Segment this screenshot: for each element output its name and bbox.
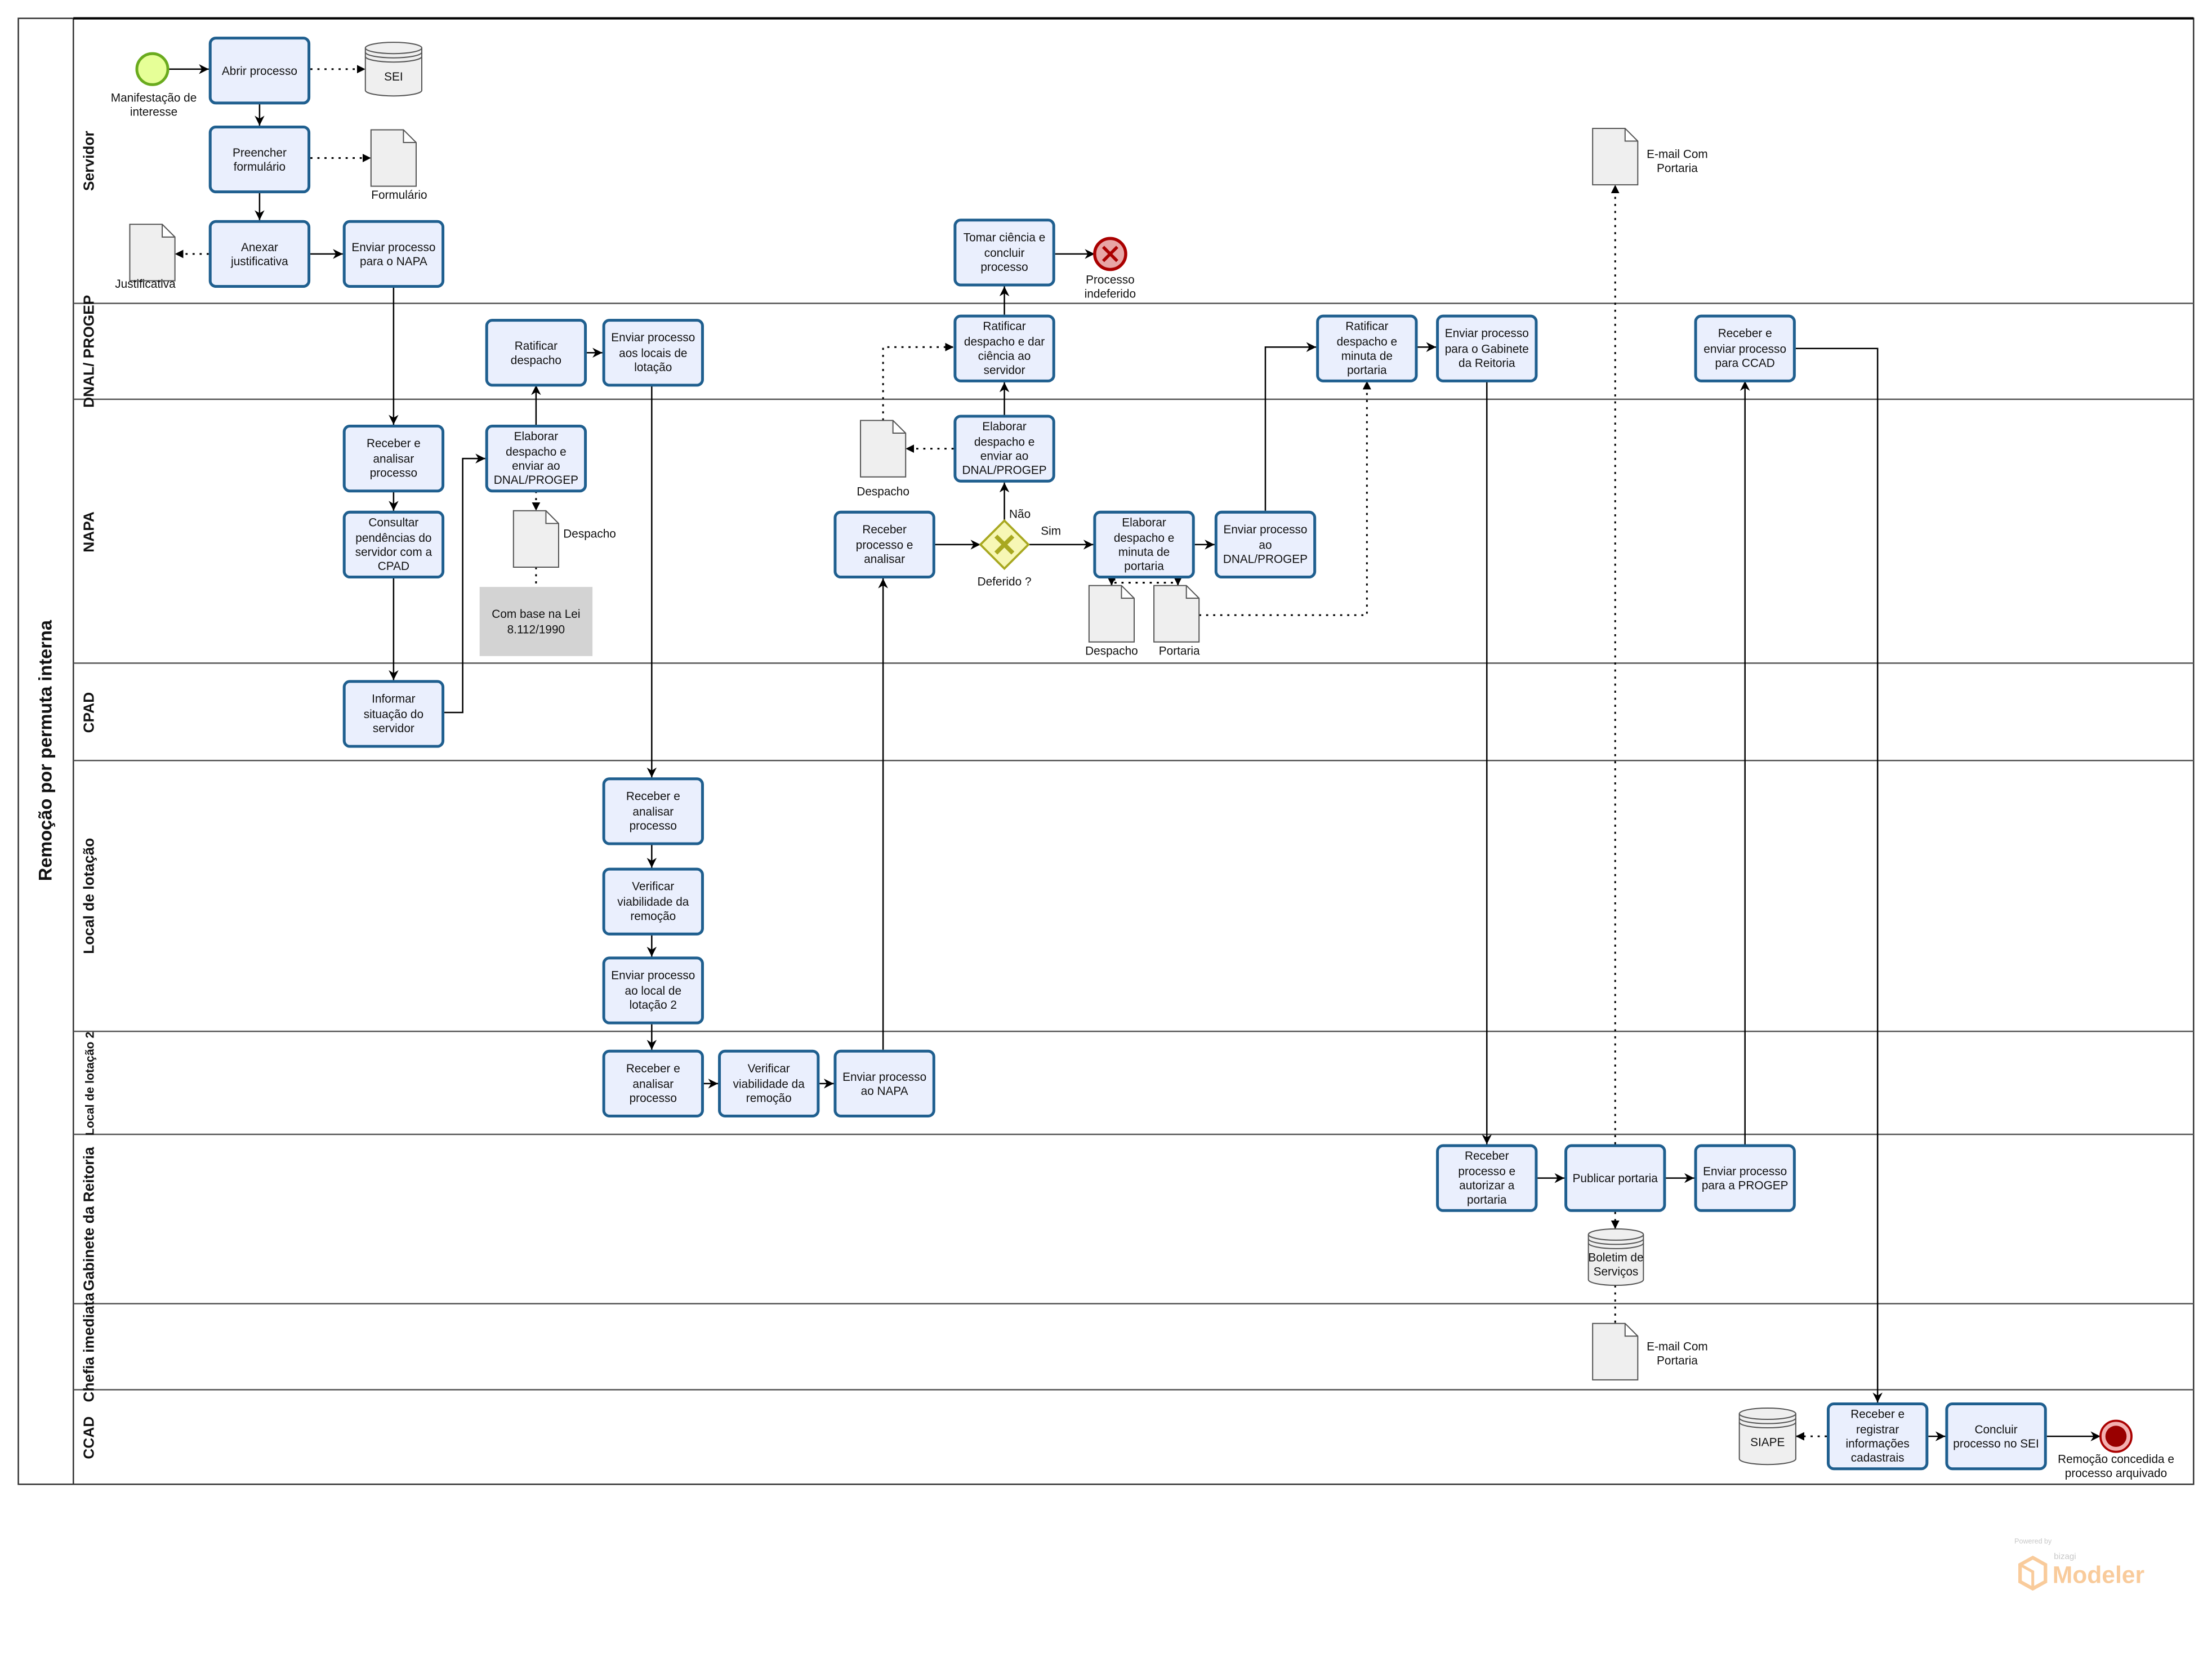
task-t5[interactable]: Receber e analisar processo xyxy=(342,425,445,493)
annotation-lei[interactable]: Com base na Lei 8.112/1990 xyxy=(479,587,593,656)
document-icon xyxy=(1592,1322,1639,1380)
task-t14[interactable]: Receber e analisar processo xyxy=(602,1049,704,1117)
datastore-label-s3: SIAPE xyxy=(1750,1435,1785,1449)
gateway-label: Deferido ? xyxy=(977,574,1032,589)
task-t29[interactable]: Receber e registrar informações cadastra… xyxy=(1826,1402,1929,1471)
association xyxy=(1199,381,1371,616)
task-t7[interactable]: Informar situação do servidor xyxy=(342,680,445,748)
task-t15[interactable]: Verificar viabilidade da remoção xyxy=(718,1049,820,1117)
datastore-icon xyxy=(1587,1228,1644,1286)
lane-label-5: Local de lotação 2 xyxy=(82,1031,97,1135)
bizagi-text: bizagi xyxy=(2054,1553,2076,1562)
task-t22[interactable]: Enviar processo ao DNAL/PROGEP xyxy=(1214,510,1317,579)
lane-label-1: DNAL/ PROGEP xyxy=(81,295,99,408)
sequence-flow xyxy=(1795,348,1883,1402)
task-t11[interactable]: Receber e analisar processo xyxy=(602,777,704,845)
gateway-yes-label: Sim xyxy=(1041,523,1062,538)
document-label-d3: Despacho xyxy=(563,526,616,541)
lane-label-8: CCAD xyxy=(81,1415,99,1459)
document-icon xyxy=(1592,127,1639,186)
document-label-d8: E-mail Com Portaria xyxy=(1647,1339,1708,1368)
document-icon xyxy=(129,224,176,282)
task-t10[interactable]: Enviar processo aos locais de lotação xyxy=(602,319,704,387)
document-label-d4: Despacho xyxy=(857,484,909,498)
task-t27[interactable]: Publicar portaria xyxy=(1564,1144,1666,1212)
powered-by: Powered by xyxy=(2014,1538,2052,1547)
sequence-flow xyxy=(1264,342,1317,511)
bizagi-logo: Powered by bizagi Modeler xyxy=(2014,1538,2170,1601)
start-event-label: Manifestação de interesse xyxy=(110,90,197,119)
task-t3[interactable]: Anexar justificativa xyxy=(208,220,311,288)
task-t6[interactable]: Consultar pendências do servidor com a C… xyxy=(342,510,445,579)
association xyxy=(882,342,954,421)
lane-label-4: Local de lotação xyxy=(81,838,99,954)
task-t26[interactable]: Receber processo e autorizar a portaria xyxy=(1436,1144,1538,1212)
gateway-no-label: Não xyxy=(1009,506,1031,521)
task-t23[interactable]: Ratificar despacho e minuta de portaria xyxy=(1316,314,1418,382)
sequence-flow xyxy=(444,453,485,714)
datastore-label-s1: SEI xyxy=(384,69,403,83)
document-label-d5: Despacho xyxy=(1085,643,1138,658)
task-t12[interactable]: Verificar viabilidade da remoção xyxy=(602,867,704,936)
end-event-label: Remoção concedida e processo arquivado xyxy=(2058,1451,2174,1481)
task-t25[interactable]: Receber e enviar processo para CCAD xyxy=(1694,314,1796,382)
task-t28[interactable]: Enviar processo para a PROGEP xyxy=(1694,1144,1796,1212)
lane-label-7: Chefia imediata xyxy=(81,1291,99,1402)
datastore-rings xyxy=(1587,1234,1644,1249)
datastore-label-s2: Boletim de Serviços xyxy=(1588,1250,1644,1279)
task-t21[interactable]: Elaborar despacho e minuta de portaria xyxy=(1093,510,1195,579)
document-label-d7: E-mail Com Portaria xyxy=(1647,146,1708,176)
datastore-icon xyxy=(1738,1408,1796,1466)
document-icon xyxy=(370,129,417,187)
task-t8[interactable]: Elaborar despacho e enviar ao DNAL/PROGE… xyxy=(485,425,587,493)
lane-label-3: CPAD xyxy=(81,691,99,733)
end-event-core xyxy=(2105,1426,2127,1447)
document-label-d6: Portaria xyxy=(1158,643,1200,658)
lane-label-2: NAPA xyxy=(81,510,99,552)
association xyxy=(1114,577,1183,586)
association xyxy=(1107,577,1116,586)
task-t9[interactable]: Ratificar despacho xyxy=(485,319,587,387)
gateway-x-icon xyxy=(994,535,1015,555)
task-t17[interactable]: Receber processo e analisar xyxy=(833,510,935,579)
datastore-rings xyxy=(1738,1413,1796,1429)
task-t1[interactable]: Abrir processo xyxy=(208,37,311,105)
x-icon xyxy=(1101,246,1118,262)
bizagi-cube-icon xyxy=(2018,1555,2048,1591)
task-t13[interactable]: Enviar processo ao local de lotação 2 xyxy=(602,956,704,1025)
modeler-text: Modeler xyxy=(2052,1562,2145,1589)
start-event xyxy=(135,52,170,86)
document-icon xyxy=(512,510,559,568)
task-t4[interactable]: Enviar processo para o NAPA xyxy=(342,220,445,288)
task-t19[interactable]: Ratificar despacho e dar ciência ao serv… xyxy=(953,314,1055,382)
lane-label-0: Servidor xyxy=(81,131,99,191)
lane-label-6: Gabinete da Reitoria xyxy=(81,1147,99,1291)
datastore-icon xyxy=(364,42,422,97)
document-label-d2: Justificativa xyxy=(115,276,176,291)
task-t30[interactable]: Concluir processo no SEI xyxy=(1945,1402,2047,1471)
datastore-rings xyxy=(364,47,422,63)
pool-title: Remoção por permuta interna xyxy=(34,620,56,881)
document-icon xyxy=(1088,585,1135,643)
document-icon xyxy=(860,420,907,478)
task-t16[interactable]: Enviar processo ao NAPA xyxy=(833,1049,935,1117)
document-label-d1: Formulário xyxy=(371,188,427,202)
task-t24[interactable]: Enviar processo para o Gabinete da Reito… xyxy=(1436,314,1538,382)
task-t2[interactable]: Preencher formulário xyxy=(208,125,311,194)
task-t18[interactable]: Elaborar despacho e enviar ao DNAL/PROGE… xyxy=(953,415,1055,483)
task-t20[interactable]: Tomar ciência e concluir processo xyxy=(953,219,1055,287)
error-end-event-label: Processo indeferido xyxy=(1084,272,1136,301)
document-icon xyxy=(1153,585,1200,643)
